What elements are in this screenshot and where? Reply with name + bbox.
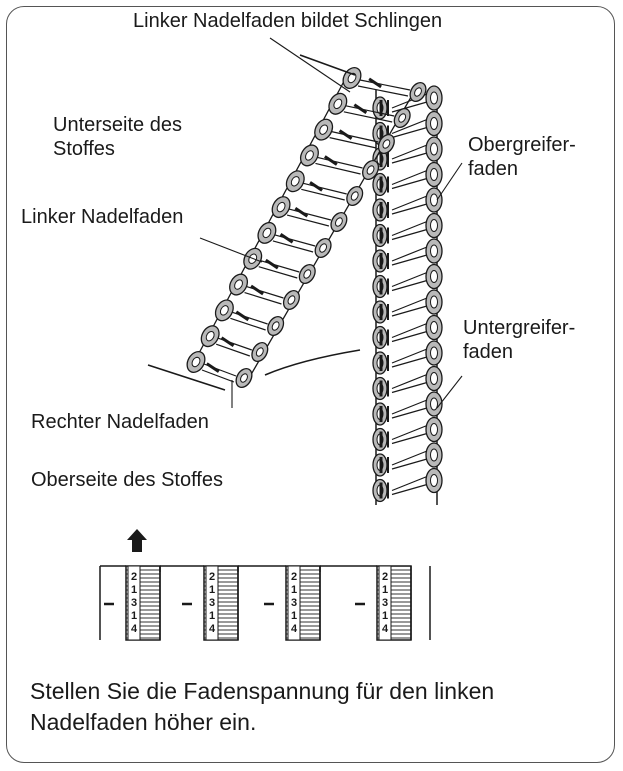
instruction-line2: Nadelfaden höher ein. [30,709,257,735]
diagram-frame [6,6,615,763]
up-arrow-icon [127,529,147,552]
dial-number: 4 [382,623,389,635]
dial-number: 1 [209,610,215,622]
dial-number: 1 [382,610,388,622]
label-underside-line1: Unterseite des [53,114,182,136]
label-underside: Unterseite des Stoffes [53,113,182,161]
label-left-needle-loops: Linker Nadelfaden bildet Schlingen [133,10,443,32]
label-upper-looper: Obergreifer- faden [468,133,576,181]
dial-number: 4 [131,623,138,635]
dial-number: 3 [382,597,388,609]
label-upper-looper-line2: faden [468,158,519,180]
dial-number: 1 [131,610,137,622]
leader-lines [199,37,463,409]
dial-number: 3 [291,597,297,609]
label-left-needle-thread: Linker Nadelfaden [21,206,184,228]
dial-number: 2 [382,571,388,583]
dial-number: 1 [382,584,388,596]
dial-number: 3 [131,597,137,609]
dial-number: 4 [291,623,298,635]
dial-number: 3 [209,597,215,609]
instruction-line1: Stellen Sie die Fadenspannung für den li… [30,678,495,704]
instruction-text: Stellen Sie die Fadenspannung für den li… [30,676,494,738]
dial-number: 2 [209,571,215,583]
label-underside-line2: Stoffes [53,138,115,160]
label-upper-looper-line1: Obergreifer- [468,134,576,156]
label-right-needle-thread: Rechter Nadelfaden [31,411,209,433]
label-lower-looper-line2: faden [463,341,514,363]
dial-number: 2 [291,571,297,583]
dial-number: 4 [209,623,216,635]
dial-number: 1 [291,610,297,622]
dial-number: 1 [209,584,215,596]
left-fabric-strip [186,67,427,388]
dial-number: 1 [131,584,137,596]
label-topside: Oberseite des Stoffes [31,469,223,491]
dial-number: 1 [291,584,297,596]
right-fabric-strip [372,85,443,505]
thread-ends [147,54,361,391]
label-lower-looper-line1: Untergreifer- [463,317,576,339]
label-lower-looper: Untergreifer- faden [463,316,575,364]
dial-number: 2 [131,571,137,583]
